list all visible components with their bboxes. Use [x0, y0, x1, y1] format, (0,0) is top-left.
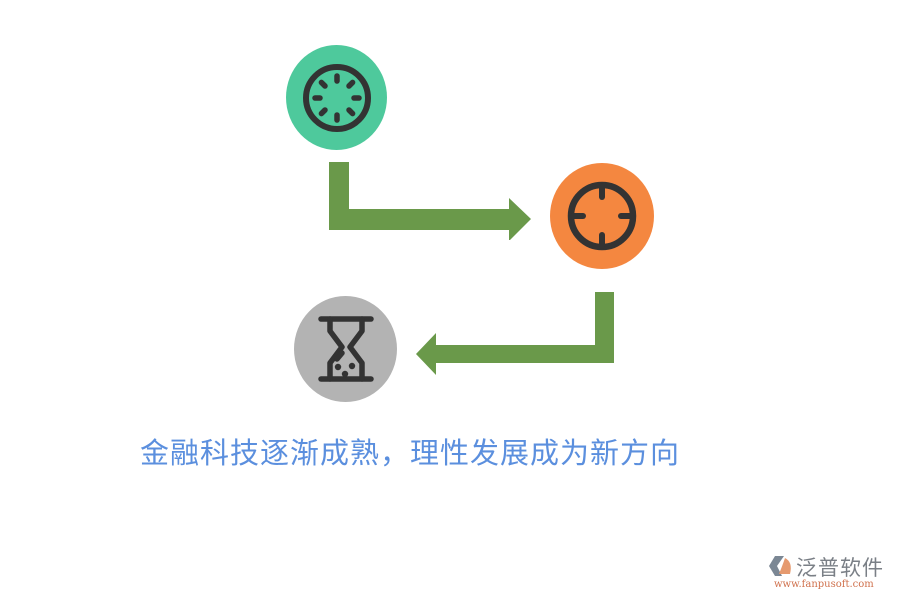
- fanpu-logo-icon: [769, 556, 791, 576]
- arrow-target-to-wait: [416, 292, 614, 375]
- crosshair-target-icon: [567, 181, 637, 251]
- node-target: [550, 163, 654, 269]
- node-wait: [294, 296, 397, 402]
- arrow-start-to-target: [329, 162, 531, 240]
- brand-watermark[interactable]: 泛普软件 www.fanpusoft.com: [768, 552, 898, 597]
- node-start: [286, 45, 387, 150]
- brand-name: 泛普软件: [796, 556, 884, 580]
- brand-url: www.fanpusoft.com: [774, 579, 874, 590]
- hourglass-icon: [317, 316, 374, 382]
- loading-spinner-icon: [302, 63, 371, 132]
- diagram-caption: 金融科技逐渐成熟，理性发展成为新方向: [140, 436, 681, 470]
